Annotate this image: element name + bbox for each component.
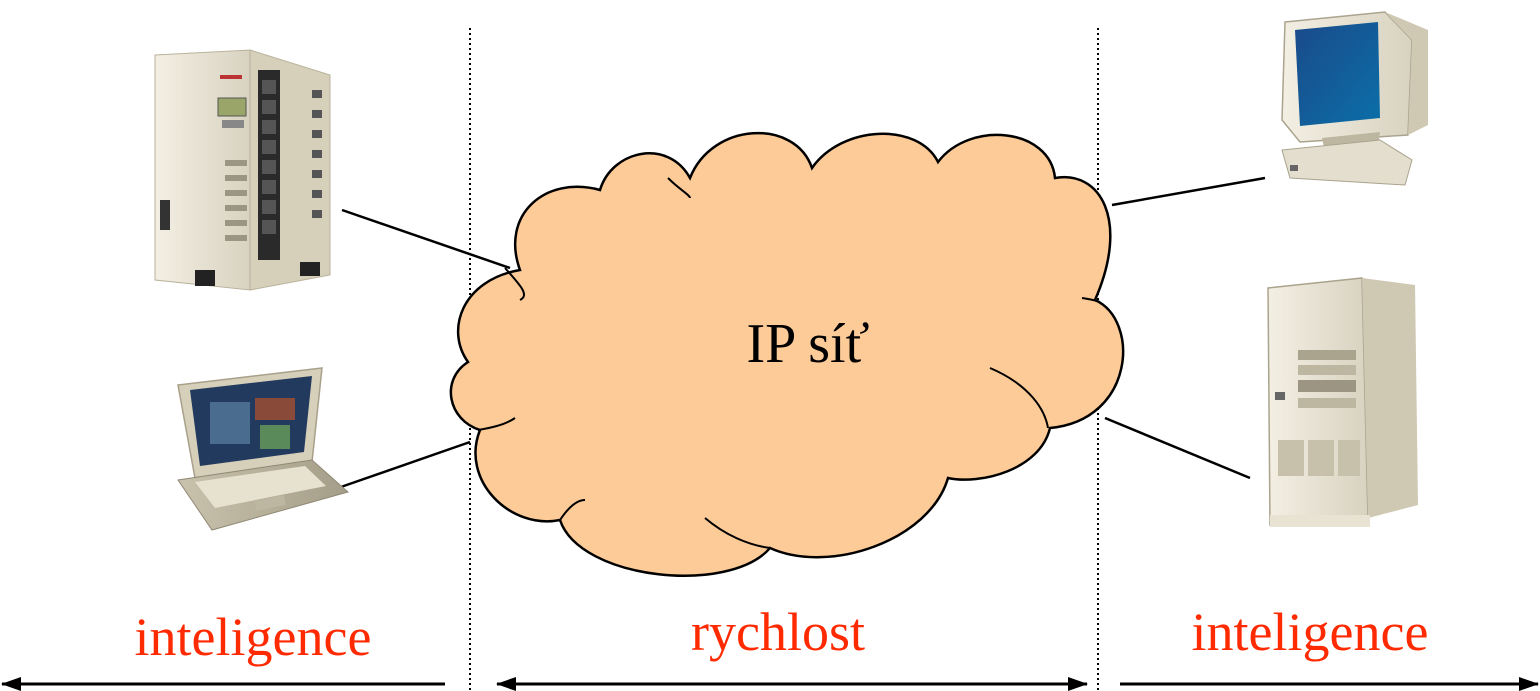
cloud-inner-curve bbox=[559, 499, 586, 521]
link-cloud-to-tower bbox=[1104, 416, 1251, 480]
cloud-inner-curve bbox=[989, 367, 1049, 429]
left-section-label: inteligence bbox=[135, 607, 372, 667]
cloud-inner-curve bbox=[1081, 297, 1101, 303]
cloud-inner-curve bbox=[704, 517, 771, 549]
link-server-to-cloud bbox=[341, 208, 511, 270]
laptop-icon bbox=[177, 367, 350, 531]
center-section-label: rychlost bbox=[691, 602, 865, 662]
cloud-label: IP síť bbox=[747, 313, 870, 375]
cloud-inner-curve bbox=[477, 417, 516, 431]
server-tower-icon bbox=[154, 49, 331, 291]
cloud-inner-curve bbox=[667, 177, 691, 199]
cloud-inner-curve bbox=[504, 267, 525, 301]
cloud-shape bbox=[449, 131, 1125, 577]
ip-network-cloud: IP síť bbox=[449, 131, 1125, 577]
right-section-label: inteligence bbox=[1192, 602, 1429, 662]
desktop-monitor-icon bbox=[1281, 11, 1428, 186]
link-laptop-to-cloud bbox=[337, 440, 471, 490]
tower-pc-icon bbox=[1267, 277, 1418, 527]
link-cloud-to-desktop bbox=[1111, 176, 1266, 207]
